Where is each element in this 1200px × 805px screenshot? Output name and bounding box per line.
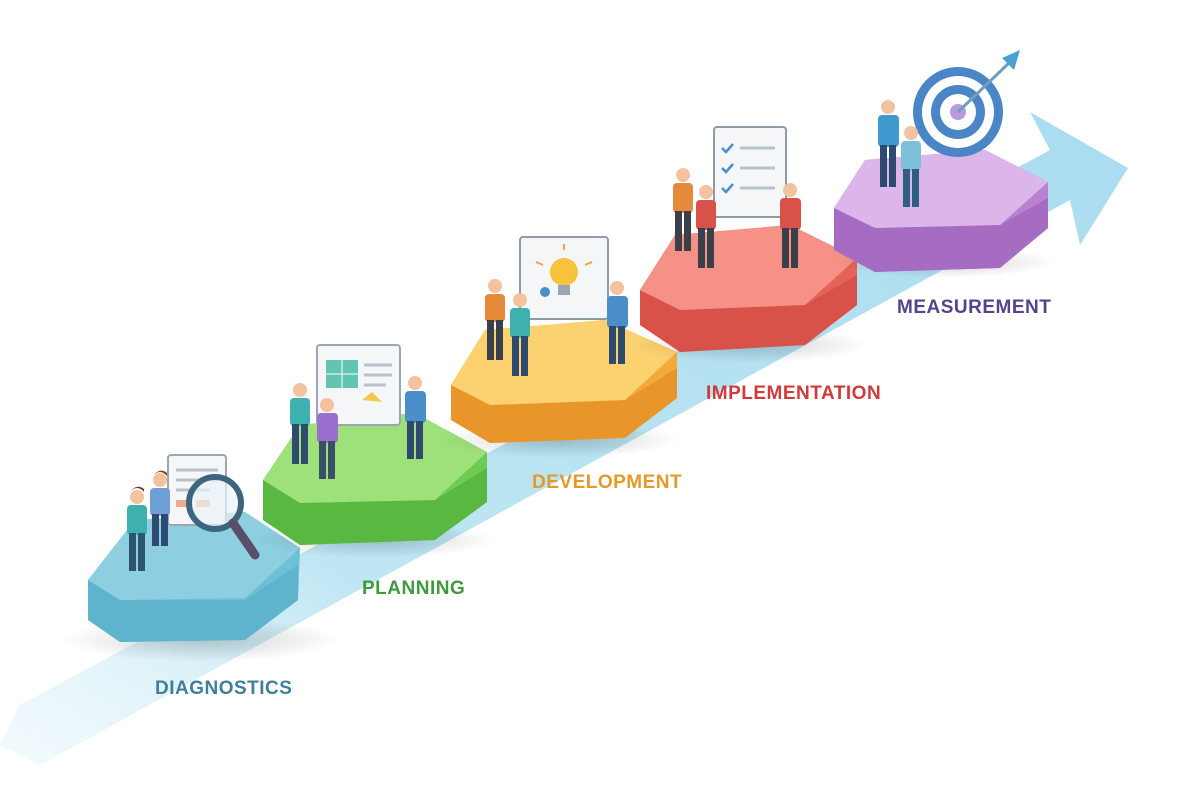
step-label-measurement: MEASUREMENT <box>897 297 1052 318</box>
lightbulb-icon <box>535 244 593 297</box>
target-icon <box>913 50 1020 157</box>
step-development-platform <box>440 236 680 458</box>
person-icon <box>127 486 147 571</box>
step-label-planning: PLANNING <box>362 578 466 599</box>
step-implementation-platform <box>630 126 870 363</box>
magnifying-glass-icon <box>186 474 260 560</box>
step-measurement-platform <box>834 50 1055 278</box>
planning-board-icon <box>316 344 401 426</box>
person-icon <box>696 185 716 268</box>
person-icon <box>607 281 628 364</box>
person-icon <box>405 376 426 459</box>
person-icon <box>485 279 505 360</box>
step-planning-platform <box>255 344 495 558</box>
person-icon <box>673 168 693 251</box>
step-diagnostics-platform <box>60 454 340 662</box>
person-icon <box>317 398 338 479</box>
person-icon <box>780 183 801 268</box>
person-icon <box>878 100 899 187</box>
checklist-icon <box>713 126 787 218</box>
step-label-diagnostics: DIAGNOSTICS <box>155 678 293 699</box>
person-icon <box>901 126 921 207</box>
step-label-development: DEVELOPMENT <box>532 472 683 493</box>
person-icon <box>150 470 170 546</box>
step-label-implementation: IMPLEMENTATION <box>706 383 882 404</box>
person-icon <box>510 293 530 376</box>
person-icon <box>290 383 310 464</box>
